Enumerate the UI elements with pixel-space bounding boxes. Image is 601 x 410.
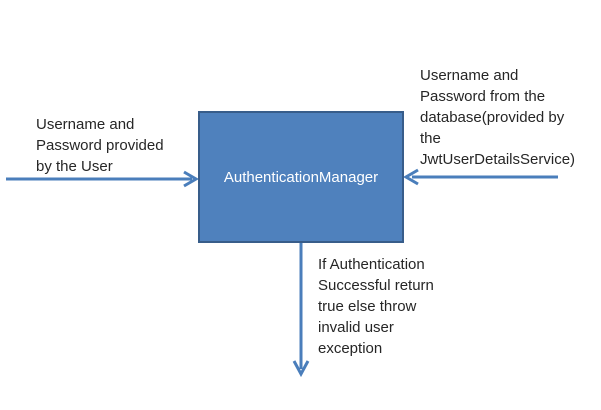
left-annotation-line: Password provided <box>36 137 164 154</box>
right-annotation-line: JwtUserDetailsService) <box>420 151 576 168</box>
bottom-annotation-line: Successful return <box>318 277 434 294</box>
bottom-annotation-line: true else throw <box>318 298 417 315</box>
down-arrow <box>292 243 310 378</box>
authentication-manager-label: AuthenticationManager <box>223 168 379 186</box>
right-annotation-line: Username and <box>420 67 519 84</box>
left-arrow <box>6 170 199 188</box>
right-annotation: Username and Password from the database(… <box>420 65 575 170</box>
right-annotation-line: Password from the <box>420 88 546 105</box>
left-annotation: Username and Password provided by the Us… <box>36 114 164 177</box>
bottom-annotation: If Authentication Successful return true… <box>318 254 434 359</box>
left-annotation-line: by the User <box>36 158 113 175</box>
bottom-annotation-line: If Authentication <box>318 256 425 273</box>
bottom-annotation-line: invalid user <box>318 319 394 336</box>
right-arrow <box>403 168 558 186</box>
bottom-annotation-line: exception <box>318 340 383 357</box>
right-annotation-line: database(provided by <box>420 109 565 126</box>
authentication-manager-node: AuthenticationManager <box>198 111 404 243</box>
left-annotation-line: Username and <box>36 116 135 133</box>
right-annotation-line: the <box>420 130 441 147</box>
